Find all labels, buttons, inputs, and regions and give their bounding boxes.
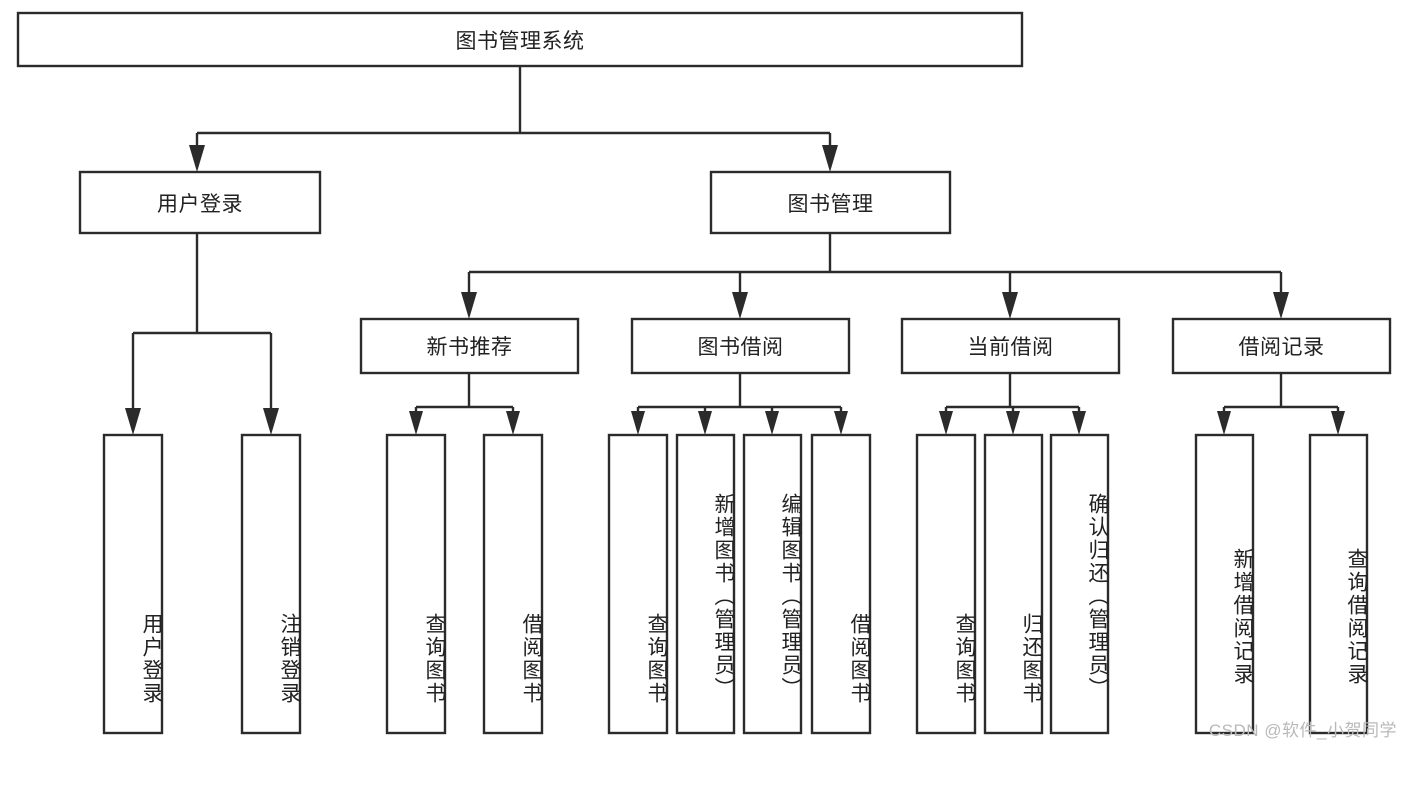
arrow-head-leaf-borrow-book-2: [834, 411, 848, 435]
arrow-head-leaf-user-logout: [263, 408, 279, 435]
arrow-head-leaf-edit-book: [765, 411, 779, 435]
arrow-head-leaf-query-book-3: [939, 411, 953, 435]
arrow-head-leaf-query-record: [1331, 411, 1345, 435]
arrow-head-leaf-return-book: [1006, 411, 1020, 435]
arrow-head-book-borrow: [732, 292, 748, 319]
arrow-head-user-login: [189, 145, 205, 172]
node-box-leaf-query-book-2[interactable]: [607, 433, 669, 735]
arrow-head-leaf-add-record: [1217, 411, 1231, 435]
node-box-leaf-return-book[interactable]: [983, 433, 1044, 735]
node-box-root[interactable]: [16, 11, 1024, 68]
node-box-leaf-confirm-return[interactable]: [1049, 433, 1110, 735]
arrow-head-leaf-query-book-1: [409, 411, 423, 435]
node-box-leaf-add-record[interactable]: [1194, 433, 1255, 735]
arrow-head-current-borrow: [1002, 292, 1018, 319]
node-box-layer: [16, 11, 1392, 735]
arrow-head-leaf-borrow-book-1: [506, 411, 520, 435]
node-box-leaf-user-logout[interactable]: [240, 433, 302, 735]
arrow-head-leaf-add-book: [698, 411, 712, 435]
csdn-watermark: CSDN @软件_小贺同学: [1208, 721, 1397, 740]
node-box-book-manage[interactable]: [709, 170, 952, 235]
node-box-leaf-query-record[interactable]: [1308, 433, 1369, 735]
arrow-head-leaf-user-login: [125, 408, 141, 435]
node-box-leaf-add-book[interactable]: [675, 433, 736, 735]
connector-layer: [125, 66, 1345, 435]
node-box-leaf-query-book-3[interactable]: [915, 433, 977, 735]
arrow-head-borrow-record: [1273, 292, 1289, 319]
node-box-leaf-user-login[interactable]: [102, 433, 164, 735]
diagram-svg: [16, 11, 1392, 735]
node-box-leaf-borrow-book-2[interactable]: [810, 433, 872, 735]
arrow-head-book-manage: [822, 145, 838, 172]
node-box-new-book-rec[interactable]: [359, 317, 580, 375]
arrow-head-leaf-query-book-2: [631, 411, 645, 435]
node-box-borrow-record[interactable]: [1171, 317, 1392, 375]
node-box-leaf-edit-book[interactable]: [742, 433, 803, 735]
node-box-current-borrow[interactable]: [900, 317, 1121, 375]
arrow-head-new-book-rec: [461, 292, 477, 319]
node-box-book-borrow[interactable]: [630, 317, 851, 375]
node-box-leaf-borrow-book-1[interactable]: [482, 433, 544, 735]
arrow-head-leaf-confirm-return: [1072, 411, 1086, 435]
node-box-user-login[interactable]: [78, 170, 322, 235]
node-box-leaf-query-book-1[interactable]: [385, 433, 447, 735]
diagram-canvas-root: 图书管理系统 用户登录 图书管理 新书推荐 图书借阅 当前借阅 借阅记录 用户登…: [16, 11, 1397, 740]
